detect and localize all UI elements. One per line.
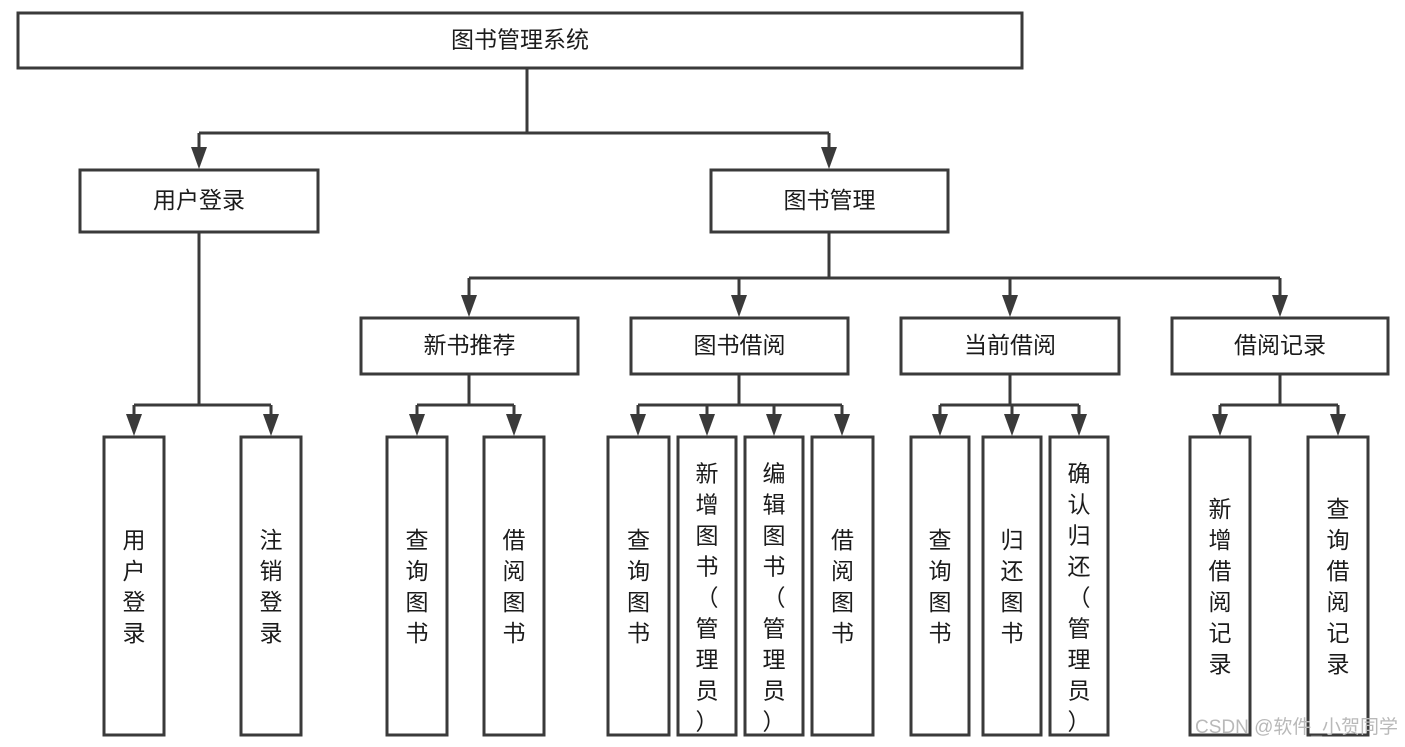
leaf-node-确认归还-管理员[interactable]: 确认归还（管理员） [1048,435,1110,737]
node-box[interactable] [606,435,671,737]
node-label: 用户登录 [123,527,146,646]
node-label: 图书借阅 [694,332,786,358]
node-label: 用户登录 [153,187,245,213]
node-label: 新增图书（管理员） [696,461,719,735]
level2-node-用户登录[interactable]: 用户登录 [78,168,320,234]
level3-node-当前借阅[interactable]: 当前借阅 [899,316,1121,376]
edge-group-login-to-leaves [126,232,279,436]
edges-layer [126,68,1346,436]
level3-node-新书推荐[interactable]: 新书推荐 [359,316,580,376]
leaf-node-借阅图书[interactable]: 借阅图书 [810,435,875,737]
arrow-head [506,414,522,436]
arrow-head [1330,414,1346,436]
leaf-node-用户登录[interactable]: 用户登录 [102,435,166,737]
arrow-head [263,414,279,436]
root-node-图书管理系统[interactable]: 图书管理系统 [16,11,1024,70]
arrow-head [126,414,142,436]
leaf-node-新增借阅记录[interactable]: 新增借阅记录 [1188,435,1252,737]
node-box[interactable] [16,11,1024,70]
edge-group-books-to-level3 [461,232,1288,317]
node-label: 当前借阅 [964,332,1056,358]
level3-node-借阅记录[interactable]: 借阅记录 [1170,316,1390,376]
node-label: 借阅记录 [1234,332,1326,358]
node-box[interactable] [899,316,1121,376]
arrow-head [731,295,747,317]
leaf-node-查询借阅记录[interactable]: 查询借阅记录 [1306,435,1370,737]
node-box[interactable] [102,435,166,737]
node-box[interactable] [1188,435,1252,737]
node-box[interactable] [676,435,738,737]
arrow-head [1212,414,1228,436]
node-box[interactable] [1170,316,1390,376]
level3-node-图书借阅[interactable]: 图书借阅 [629,316,850,376]
arrow-head [191,147,207,169]
node-box[interactable] [1306,435,1370,737]
leaf-node-归还图书[interactable]: 归还图书 [981,435,1043,737]
node-box[interactable] [810,435,875,737]
node-label: 借阅图书 [831,527,854,646]
arrow-head [834,414,850,436]
arrow-head [1002,295,1018,317]
arrow-head [932,414,948,436]
node-label: 图书管理 [784,187,876,213]
leaf-node-借阅图书[interactable]: 借阅图书 [482,435,546,737]
arrow-head [821,147,837,169]
node-label: 新书推荐 [424,332,516,358]
arrow-head [630,414,646,436]
node-box[interactable] [743,435,805,737]
node-box[interactable] [239,435,303,737]
node-box[interactable] [1048,435,1110,737]
leaf-node-查询图书[interactable]: 查询图书 [606,435,671,737]
arrow-head [1004,414,1020,436]
node-label: 确认归还（管理员） [1068,461,1091,735]
leaf-node-注销登录[interactable]: 注销登录 [239,435,303,737]
node-box[interactable] [629,316,850,376]
arrow-head [1272,295,1288,317]
csdn-watermark: CSDN @软件_小贺同学 [1195,716,1398,738]
arrow-head [1071,414,1087,436]
node-box[interactable] [709,168,950,234]
leaf-node-新增图书-管理员[interactable]: 新增图书（管理员） [676,435,738,737]
leaf-node-查询图书[interactable]: 查询图书 [909,435,971,737]
node-box[interactable] [385,435,449,737]
arrow-head [409,414,425,436]
arrow-head [699,414,715,436]
node-label: 查询图书 [929,527,952,646]
node-box[interactable] [482,435,546,737]
node-box[interactable] [78,168,320,234]
arrow-head [766,414,782,436]
node-label: 查询图书 [406,527,429,646]
node-label: 新增借阅记录 [1209,496,1232,677]
node-box[interactable] [909,435,971,737]
node-label: 图书管理系统 [451,27,589,53]
arrow-head [461,295,477,317]
node-label: 注销登录 [260,527,283,646]
node-label: 归还图书 [1001,527,1024,646]
edge-group-newbook-to-leaves [409,374,522,436]
leaf-node-查询图书[interactable]: 查询图书 [385,435,449,737]
edge-group-current-to-leaves [932,374,1087,436]
edge-group-borrow-to-leaves [630,374,850,436]
node-label: 查询借阅记录 [1327,496,1350,677]
nodes-layer: 图书管理系统用户登录图书管理新书推荐图书借阅当前借阅借阅记录用户登录注销登录查询… [16,11,1390,737]
node-label: 编辑图书（管理员） [763,461,786,735]
node-box[interactable] [981,435,1043,737]
level2-node-图书管理[interactable]: 图书管理 [709,168,950,234]
edge-group-root-to-level2 [191,68,837,169]
edge-group-record-to-leaves [1212,374,1346,436]
leaf-node-编辑图书-管理员[interactable]: 编辑图书（管理员） [743,435,805,737]
node-label: 借阅图书 [503,527,526,646]
node-label: 查询图书 [627,527,650,646]
node-box[interactable] [359,316,580,376]
